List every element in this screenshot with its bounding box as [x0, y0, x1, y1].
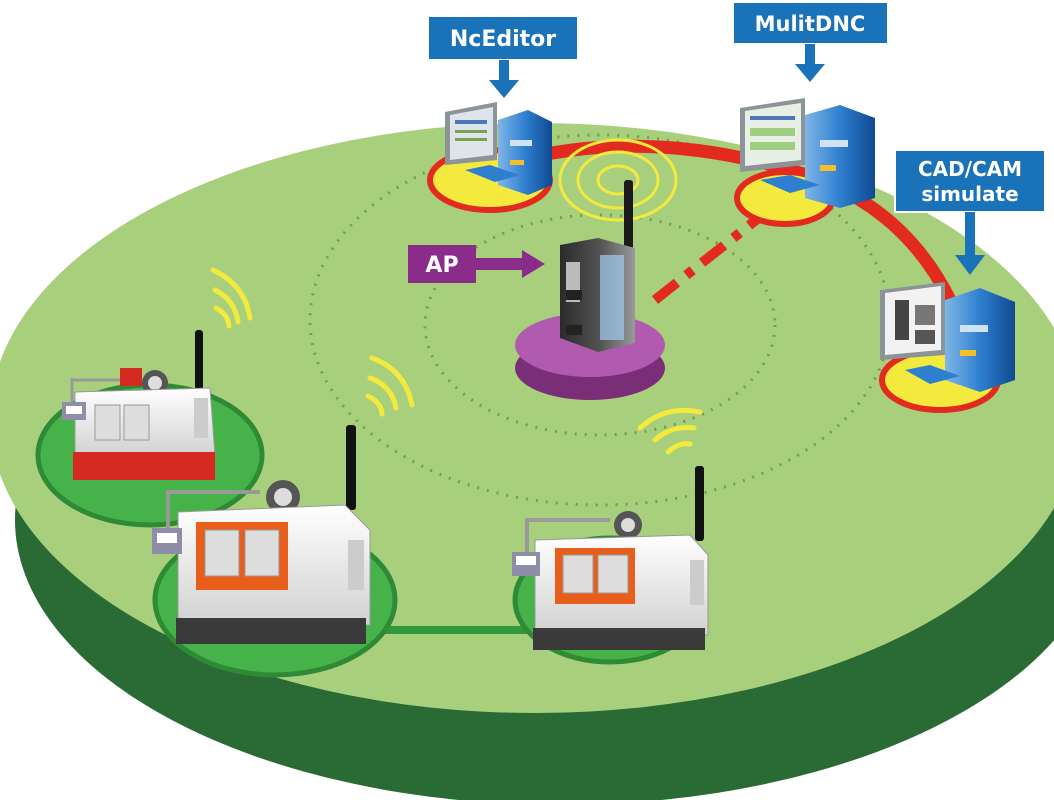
wifi-signal-icon	[365, 355, 415, 417]
multidnc-label-box	[732, 1, 889, 45]
machine-wifi-signals	[210, 267, 703, 455]
arrow-right-icon	[476, 250, 545, 278]
antenna-icon	[624, 180, 633, 250]
arrow-down-icon	[489, 60, 519, 98]
ap-wifi-signal-icon	[558, 138, 678, 222]
ap-label-box	[408, 245, 476, 283]
computer-cadcam	[880, 282, 1015, 392]
coverage-ring-inner	[423, 213, 777, 437]
arrow-down-icon	[795, 44, 825, 82]
nceditor-label: NcEditor	[427, 15, 579, 98]
arrow-down-icon	[955, 212, 985, 275]
cnc-machine-3	[512, 466, 709, 650]
wifi-signal-icon	[210, 267, 253, 329]
ap-label-text: AP	[425, 253, 458, 278]
cnc-machine-icon	[152, 425, 371, 644]
cnc-machine-icon	[512, 466, 709, 650]
cadcam-label-line1: CAD/CAM	[918, 157, 1022, 181]
computer-nceditor	[445, 102, 552, 195]
nceditor-label-text: NcEditor	[450, 27, 556, 52]
multidnc-label-text: MulitDNC	[755, 12, 866, 36]
antenna-icon	[195, 330, 203, 390]
computer-icon	[740, 98, 875, 208]
computer-icon	[880, 282, 1015, 392]
cnc-machine-icon	[62, 330, 216, 480]
computer-icon	[445, 102, 552, 195]
antenna-icon	[695, 466, 704, 541]
ap-label: AP	[408, 245, 545, 283]
computer-multidnc	[740, 98, 875, 208]
cadcam-label-box	[894, 149, 1046, 213]
cadcam-label: CAD/CAM simulate	[894, 149, 1046, 275]
wifi-signal-icon	[637, 407, 703, 455]
multidnc-label: MulitDNC	[732, 1, 889, 82]
antenna-icon	[346, 425, 356, 510]
cnc-machine-2	[152, 425, 371, 644]
cnc-machine-1	[62, 330, 216, 480]
access-point-device	[560, 180, 635, 352]
nceditor-label-box	[427, 15, 579, 61]
cadcam-label-line2: simulate	[921, 182, 1018, 206]
